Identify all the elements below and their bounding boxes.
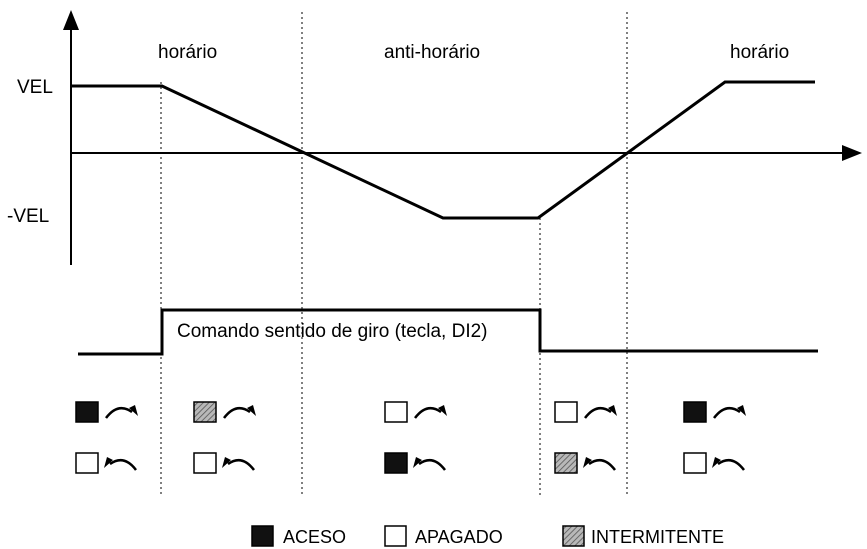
vel-label: VEL bbox=[17, 77, 53, 98]
led-aceso bbox=[384, 452, 408, 474]
legend-label-apagado: APAGADO bbox=[415, 527, 503, 547]
region-label-counterclockwise: anti-horário bbox=[384, 42, 480, 63]
legend: ACESO APAGADO INTERMITENTE bbox=[251, 525, 724, 547]
led-apagado bbox=[384, 401, 408, 423]
counterclockwise-arrow-icon bbox=[109, 458, 137, 471]
clockwise-arrow-icon bbox=[223, 406, 251, 419]
counterclockwise-arrow-icon bbox=[717, 458, 745, 471]
led-apagado bbox=[75, 452, 99, 474]
clockwise-arrow-icon bbox=[105, 406, 133, 419]
legend-swatch-intermitente bbox=[562, 525, 585, 547]
counterclockwise-arrow-icon bbox=[227, 458, 255, 471]
clockwise-arrow-icon bbox=[414, 406, 442, 419]
legend-swatch-aceso bbox=[251, 525, 274, 547]
led-apagado bbox=[193, 452, 217, 474]
counterclockwise-arrow-icon bbox=[588, 458, 616, 471]
led-aceso bbox=[75, 401, 99, 423]
velocity-profile-line bbox=[71, 80, 815, 220]
led-row-clockwise bbox=[75, 401, 746, 423]
clockwise-arrow-icon bbox=[713, 406, 741, 419]
region-label-clockwise-2: horário bbox=[730, 42, 789, 63]
command-signal-line bbox=[78, 308, 818, 356]
counterclockwise-arrow-icon bbox=[418, 458, 446, 471]
led-aceso bbox=[683, 401, 707, 423]
command-signal-label: Comando sentido de giro (tecla, DI2) bbox=[177, 321, 488, 342]
y-axis-arrowhead bbox=[63, 10, 79, 30]
region-label-clockwise-1: horário bbox=[158, 42, 217, 63]
led-apagado bbox=[683, 452, 707, 474]
led-intermitente bbox=[554, 452, 578, 474]
legend-label-aceso: ACESO bbox=[283, 527, 346, 547]
neg-vel-label: -VEL bbox=[7, 206, 49, 227]
legend-swatch-apagado bbox=[384, 525, 407, 547]
led-row-counterclockwise bbox=[75, 452, 745, 474]
x-axis-arrowhead bbox=[842, 145, 862, 161]
led-intermitente bbox=[193, 401, 217, 423]
legend-label-intermitente: INTERMITENTE bbox=[591, 527, 724, 547]
led-apagado bbox=[554, 401, 578, 423]
clockwise-arrow-icon bbox=[584, 406, 612, 419]
